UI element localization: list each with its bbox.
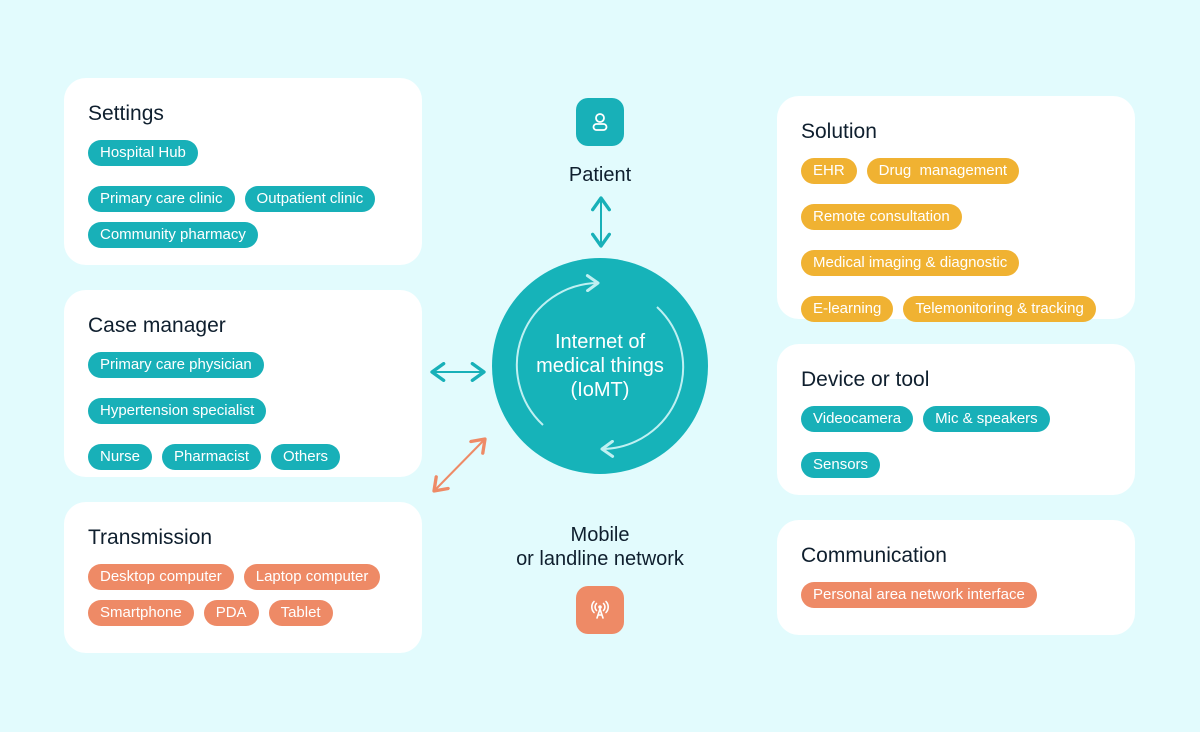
chip-ehr: EHR	[801, 158, 857, 184]
network-label-line1: Mobile	[570, 524, 630, 546]
chip-nurse: Nurse	[88, 444, 153, 470]
transmission-title: Transmission	[88, 526, 213, 549]
communication-title: Communication	[801, 544, 947, 567]
chip-desktop-computer: Desktop computer	[88, 564, 234, 590]
iomt-hub-circle	[492, 258, 708, 474]
chip-remote-consultation: Remote consultation	[801, 204, 962, 230]
settings-chips: Hospital Hub Primary care clinic Outpati…	[88, 140, 398, 248]
solution-chips: EHR Drug management Remote consultation …	[801, 158, 1111, 322]
chip-pharmacist: Pharmacist	[162, 444, 262, 470]
iomt-hub-label: Internet of medical things (IoMT)	[536, 331, 664, 401]
transmission-card: Transmission Desktop computer Laptop com…	[64, 502, 422, 653]
chip-sensors: Sensors	[801, 452, 881, 478]
solution-title: Solution	[801, 120, 877, 143]
chip-others: Others	[271, 444, 341, 470]
chip-primary-care-clinic: Primary care clinic	[88, 186, 235, 212]
chip-community-pharmacy: Community pharmacy	[88, 222, 258, 248]
device-card: Device or tool Videocamera Mic & speaker…	[777, 344, 1135, 495]
network-label: Mobile or landline network	[470, 523, 730, 571]
transmission-chips: Desktop computer Laptop computer Smartph…	[88, 564, 398, 626]
antenna-signal-icon	[591, 600, 609, 619]
chip-medical-imaging: Medical imaging & diagnostic	[801, 250, 1020, 276]
device-title: Device or tool	[801, 368, 930, 391]
chip-outpatient-clinic: Outpatient clinic	[244, 186, 376, 212]
person-icon	[592, 113, 608, 131]
chip-telemonitoring: Telemonitoring & tracking	[903, 296, 1096, 322]
chip-pda: PDA	[203, 600, 259, 626]
case-manager-title: Case manager	[88, 314, 226, 337]
communication-chips: Personal area network interface	[801, 582, 1111, 608]
settings-title: Settings	[88, 102, 164, 125]
circular-arrows-icon	[515, 274, 685, 458]
chip-tablet: Tablet	[268, 600, 333, 626]
transmission-hub-arrow	[432, 437, 487, 493]
case-manager-card: Case manager Primary care physician Hype…	[64, 290, 422, 477]
device-chips: Videocamera Mic & speakers Sensors	[801, 406, 1111, 478]
chip-laptop-computer: Laptop computer	[243, 564, 381, 590]
solution-card: Solution EHR Drug management Remote cons…	[777, 96, 1135, 322]
network-label-line2: or landline network	[516, 548, 684, 570]
chip-smartphone: Smartphone	[88, 600, 194, 626]
chip-e-learning: E-learning	[801, 296, 894, 322]
chip-hypertension-specialist: Hypertension specialist	[88, 398, 267, 424]
chip-personal-area-network: Personal area network interface	[801, 582, 1037, 608]
patient-label: Patient	[568, 164, 632, 186]
patient-icon-box	[576, 98, 624, 146]
chip-hospital-hub: Hospital Hub	[88, 140, 198, 166]
network-icon-box	[576, 586, 624, 634]
communication-card: Communication Personal area network inte…	[777, 520, 1135, 635]
chip-primary-care-physician: Primary care physician	[88, 352, 264, 378]
chip-videocamera: Videocamera	[801, 406, 914, 432]
case-manager-chips: Primary care physician Hypertension spec…	[88, 352, 398, 470]
settings-card: Settings Hospital Hub Primary care clini…	[64, 78, 422, 265]
chip-drug-management: Drug management	[866, 158, 1020, 184]
chip-mic-speakers: Mic & speakers	[923, 406, 1050, 432]
